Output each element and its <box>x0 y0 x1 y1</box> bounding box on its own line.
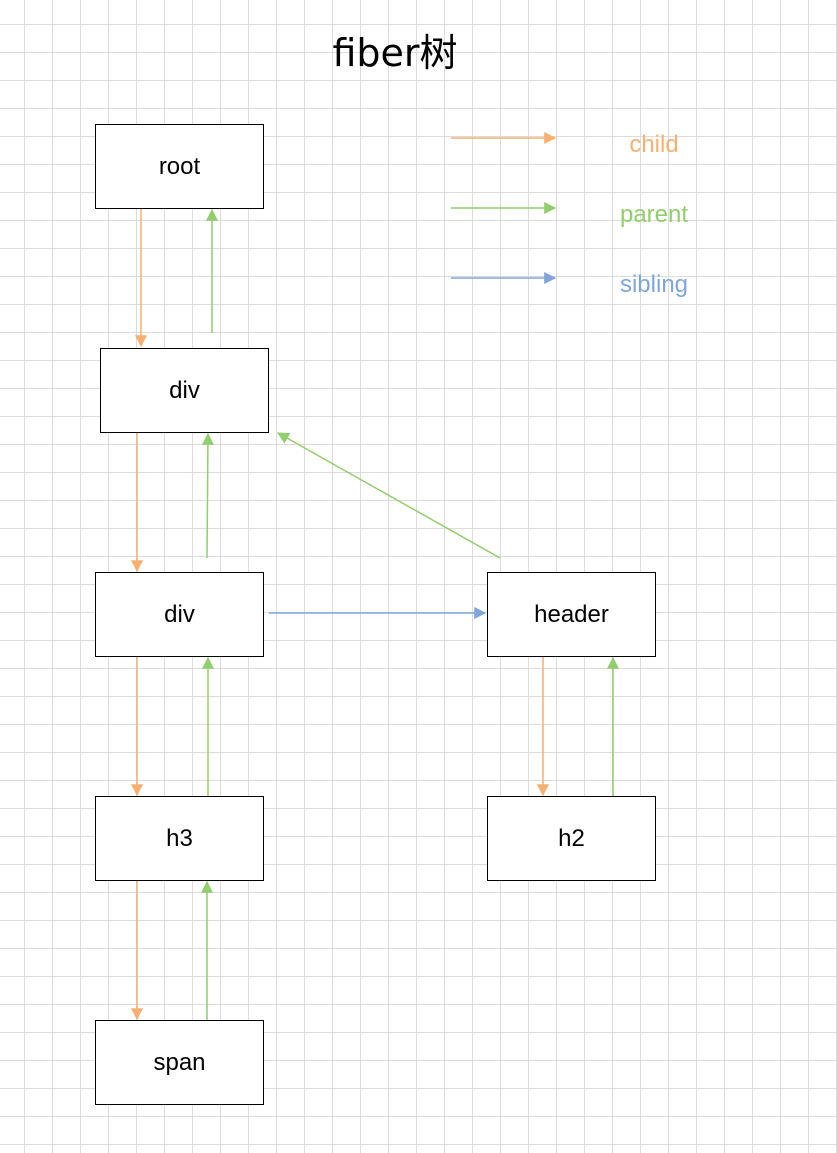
legend-child-label: child <box>629 131 679 158</box>
legend-parent-label: parent <box>619 201 689 228</box>
node-h3: h3 <box>95 796 264 881</box>
node-div-outer: div <box>100 348 269 433</box>
node-h3-label: h3 <box>166 824 193 852</box>
node-h2-label: h2 <box>558 824 585 852</box>
node-root-label: root <box>158 152 201 180</box>
node-div-inner-label: div <box>164 600 195 628</box>
node-root: root <box>95 124 264 209</box>
node-h2: h2 <box>487 796 656 881</box>
diagram-title: fiber树 <box>332 31 458 75</box>
node-div-inner: div <box>95 572 264 657</box>
node-header-label: header <box>534 600 609 628</box>
node-div-outer-label: div <box>169 376 200 404</box>
edge-header-div-parent <box>276 432 501 559</box>
legend-sibling-label: sibling <box>619 271 689 298</box>
node-span: span <box>95 1020 264 1105</box>
node-span-label: span <box>153 1048 206 1076</box>
edge-div-div-parent <box>201 432 214 559</box>
node-header: header <box>487 572 656 657</box>
